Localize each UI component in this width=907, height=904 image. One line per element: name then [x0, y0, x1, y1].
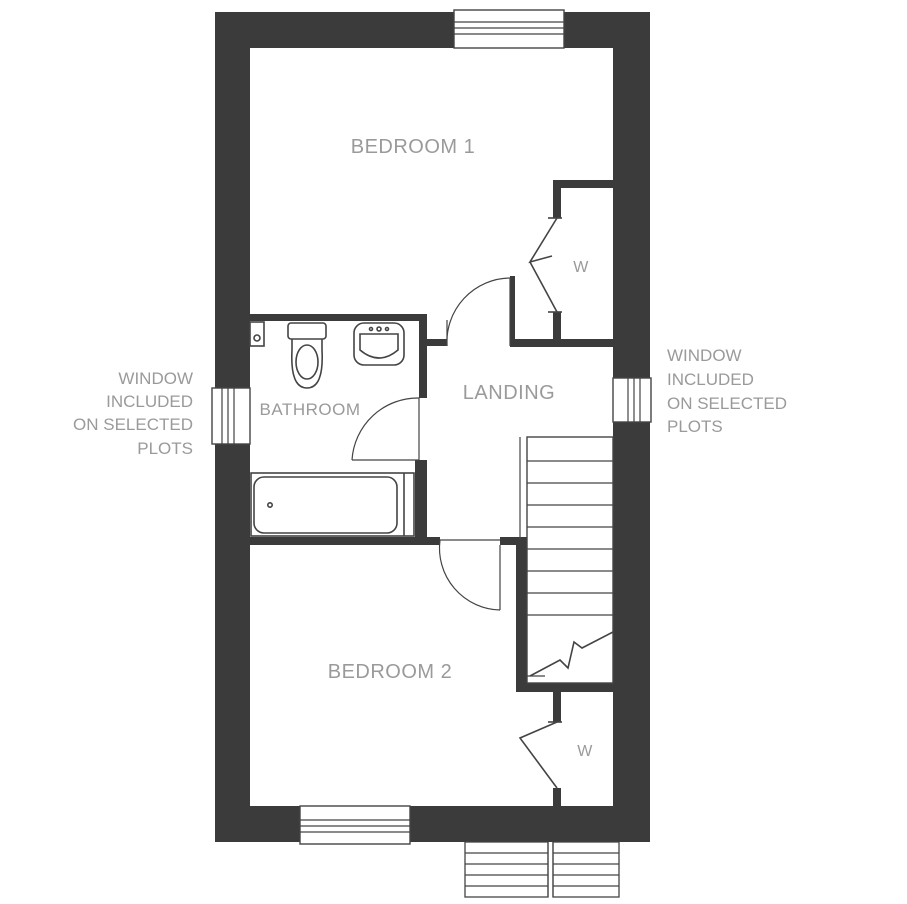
door-bedroom1	[446, 277, 511, 347]
wall-wardrobe1-side-bottom	[553, 312, 561, 342]
wall-wardrobe2-side-bottom	[553, 788, 561, 808]
wall-bathroom-stub	[427, 339, 447, 346]
note-right-line-2: INCLUDED	[667, 370, 754, 389]
note-left-line-2: INCLUDED	[106, 392, 193, 411]
wall-stair-bottom	[516, 683, 615, 692]
note-left-line-3: ON SELECTED	[73, 415, 193, 434]
wall-bottom	[215, 806, 650, 842]
wall-bathroom-top	[248, 314, 426, 321]
label-landing: LANDING	[463, 382, 555, 404]
wall-right	[613, 12, 650, 842]
staircase	[519, 436, 614, 684]
label-bedroom2: BEDROOM 2	[328, 661, 453, 683]
cabinet-icon	[249, 321, 265, 347]
toilet-icon	[287, 322, 327, 389]
wall-wardrobe2-side-top	[553, 690, 561, 722]
wardrobe2-doors	[518, 721, 562, 789]
wardrobe1-doors	[528, 217, 562, 313]
window-right-optional	[612, 377, 652, 423]
note-right-line-4: PLOTS	[667, 417, 723, 436]
sink-icon	[353, 322, 405, 366]
door-bedroom2	[438, 539, 501, 611]
label-bathroom: BATHROOM	[260, 400, 361, 419]
window-top	[453, 9, 565, 49]
window-bottom	[299, 805, 411, 845]
wall-wardrobe1-side-top	[553, 180, 561, 218]
note-right-line-3: ON SELECTED	[667, 394, 787, 413]
note-left-window: WINDOW INCLUDED ON SELECTED PLOTS	[73, 369, 193, 458]
note-left-line-1: WINDOW	[118, 369, 193, 388]
wall-landing-top-stub	[510, 276, 515, 346]
label-wardrobe1: W	[573, 259, 589, 276]
wall-bathroom-bottom	[248, 537, 440, 545]
wall-bathroom-right-upper	[419, 314, 427, 398]
wall-bedroom2-door-stub	[500, 537, 527, 545]
note-left-line-4: PLOTS	[137, 439, 193, 458]
note-right-line-1: WINDOW	[667, 346, 742, 365]
wall-bathroom-right-lower	[415, 460, 427, 540]
label-wardrobe2: W	[577, 743, 593, 760]
wall-wardrobe1-top	[553, 180, 615, 188]
porch-steps	[464, 841, 620, 898]
door-bathroom	[351, 397, 420, 461]
note-right-window: WINDOW INCLUDED ON SELECTED PLOTS	[667, 346, 787, 436]
label-bedroom1: BEDROOM 1	[351, 136, 476, 158]
bathtub-icon	[250, 472, 415, 537]
wall-stair-left	[516, 540, 527, 692]
wall-landing-top-right	[510, 339, 615, 347]
walls	[215, 12, 650, 842]
window-left-optional	[211, 387, 251, 445]
wall-top	[215, 12, 650, 48]
